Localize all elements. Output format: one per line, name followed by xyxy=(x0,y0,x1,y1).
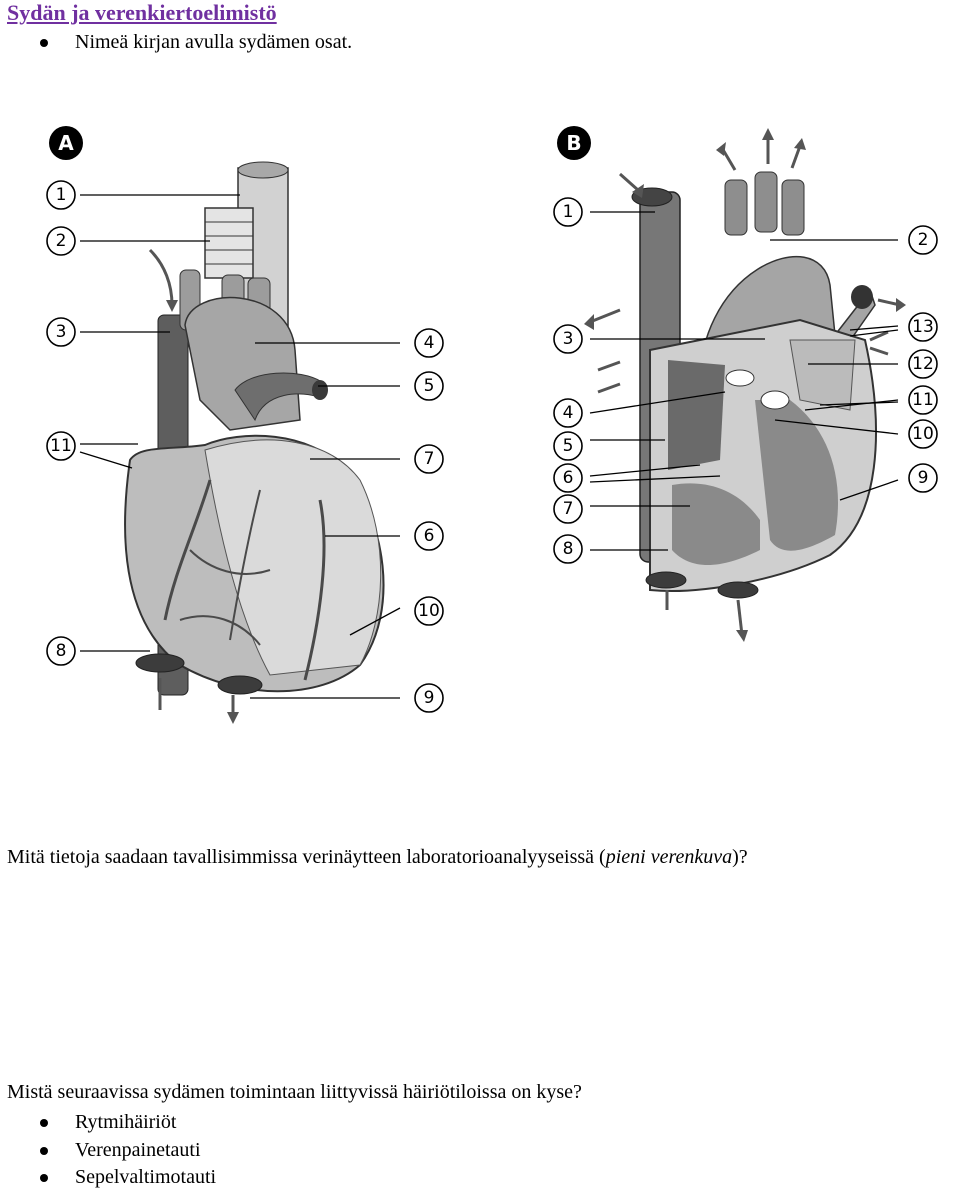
question-blood-test-text: Mitä tietoja saadaan tavallisimmissa ver… xyxy=(7,846,606,868)
panel-a-callouts xyxy=(46,180,444,713)
label-b-1: 1 xyxy=(563,202,574,222)
bullet-dot xyxy=(40,1174,48,1182)
label-b-12: 12 xyxy=(912,354,934,374)
label-a-1: 1 xyxy=(56,185,67,205)
label-b-6: 6 xyxy=(563,468,574,488)
label-a-9: 9 xyxy=(424,688,435,708)
badge-a: A xyxy=(49,126,83,160)
label-b-10: 10 xyxy=(912,424,934,444)
intro-bullet-text: Nimeä kirjan avulla sydämen osat. xyxy=(75,31,353,53)
label-b-5: 5 xyxy=(563,436,574,456)
svg-text:B: B xyxy=(566,131,581,155)
question-heart-disorders: Mistä seuraavissa sydämen toimintaan lii… xyxy=(7,1081,582,1103)
heart-exterior-illustration xyxy=(124,161,385,724)
bullet-dot xyxy=(40,1119,48,1127)
label-b-11: 11 xyxy=(912,390,934,410)
question-blood-test-italic: pieni verenkuva xyxy=(605,846,733,868)
panel-b-leader-lines xyxy=(589,211,899,551)
svg-text:A: A xyxy=(58,131,74,155)
label-a-5: 5 xyxy=(424,376,435,396)
heart-diagram: A B 1 2 3 11 4 5 7 6 10 8 9 1 3 4 5 6 7 … xyxy=(46,126,938,724)
label-a-7: 7 xyxy=(424,449,435,469)
label-b-8: 8 xyxy=(563,539,574,559)
label-b-4: 4 xyxy=(563,403,574,423)
label-a-4: 4 xyxy=(424,333,435,353)
panel-a-leader-lines xyxy=(79,194,401,699)
label-b-13: 13 xyxy=(912,317,934,337)
label-a-2: 2 xyxy=(56,231,67,251)
question-blood-test: Mitä tietoja saadaan tavallisimmissa ver… xyxy=(7,846,748,869)
disorder-label: Verenpainetauti xyxy=(75,1139,201,1161)
label-b-3: 3 xyxy=(563,329,574,349)
badge-b: B xyxy=(557,126,591,160)
label-a-11: 11 xyxy=(50,436,72,456)
label-a-6: 6 xyxy=(424,526,435,546)
label-b-2: 2 xyxy=(918,230,929,250)
page-title: Sydän ja verenkiertoelimistö xyxy=(7,0,277,25)
label-a-3: 3 xyxy=(56,322,67,342)
question-blood-test-end: )? xyxy=(732,846,748,868)
label-b-9: 9 xyxy=(918,468,929,488)
disorder-label: Sepelvaltimotauti xyxy=(75,1166,217,1188)
label-a-8: 8 xyxy=(56,641,67,661)
disorder-label: Rytmihäiriöt xyxy=(75,1111,177,1133)
heart-cross-section-illustration xyxy=(584,128,906,642)
bullet-dot xyxy=(40,1147,48,1155)
label-b-7: 7 xyxy=(563,499,574,519)
panel-b-callouts xyxy=(553,197,938,564)
bullet-dot xyxy=(40,39,48,47)
label-a-10: 10 xyxy=(418,601,440,621)
